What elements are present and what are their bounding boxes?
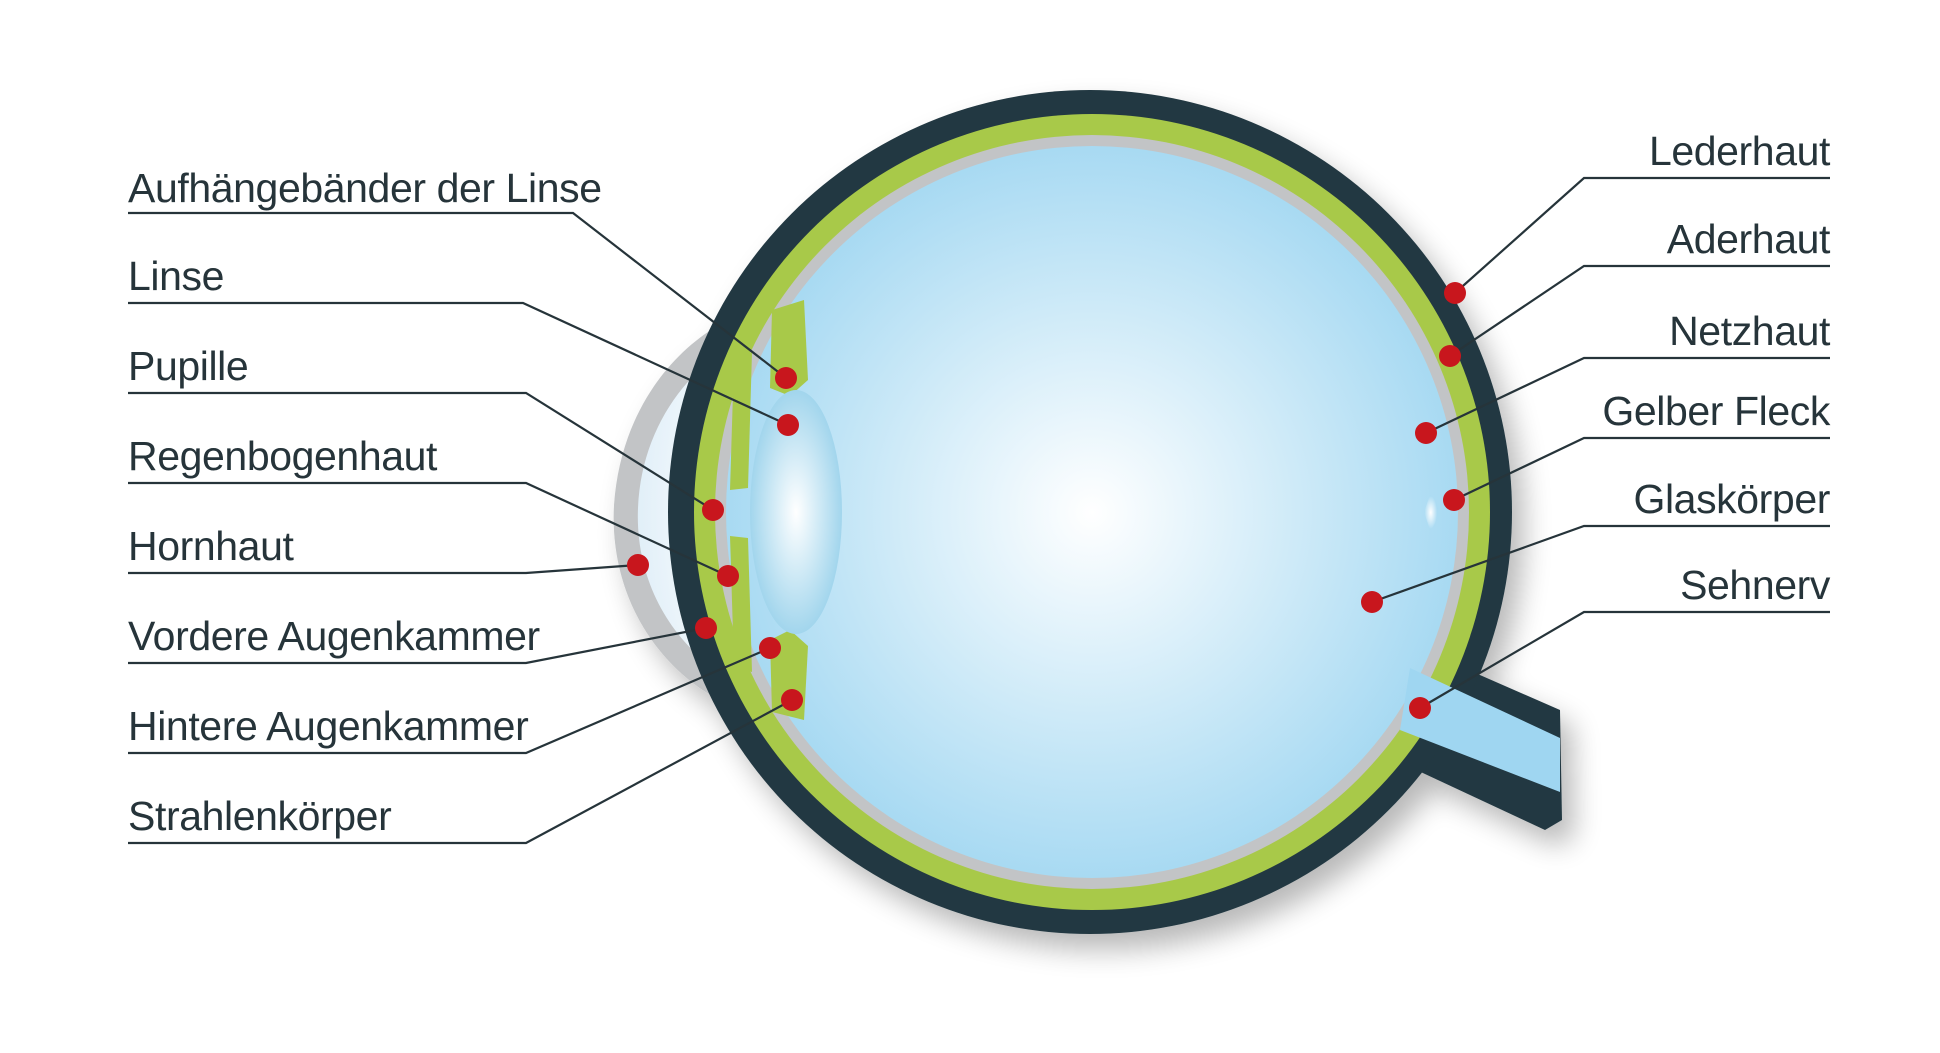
label-pupille: Pupille — [128, 343, 248, 389]
marker-netzhaut — [1415, 422, 1437, 444]
marker-hornhaut — [627, 554, 649, 576]
label-aderhaut: Aderhaut — [1667, 216, 1831, 262]
leaders-right — [1371, 176, 1830, 709]
marker-glaskoerper — [1361, 591, 1383, 613]
marker-lederhaut — [1444, 282, 1466, 304]
label-aufhaengebaender: Aufhängebänder der Linse — [128, 165, 602, 211]
labels-right: Lederhaut Aderhaut Netzhaut Gelber Fleck… — [1602, 128, 1831, 608]
label-strahlenkoerper: Strahlenkörper — [128, 793, 391, 839]
marker-linse — [777, 414, 799, 436]
fovea-notch — [1424, 495, 1438, 530]
marker-regenbogenhaut — [717, 565, 739, 587]
leader-netzhaut — [1425, 356, 1830, 434]
label-gelber-fleck: Gelber Fleck — [1602, 388, 1831, 434]
leader-vordere-augenkammer — [128, 626, 707, 665]
leader-aderhaut — [1449, 264, 1830, 357]
label-linse: Linse — [128, 253, 224, 299]
marker-vordere-augenkammer — [695, 617, 717, 639]
leader-gelber-fleck — [1453, 436, 1830, 501]
leader-strahlenkoerper — [128, 699, 793, 845]
marker-pupille — [702, 499, 724, 521]
marker-strahlenkoerper — [781, 689, 803, 711]
leaders-left — [128, 211, 793, 845]
marker-gelber-fleck — [1443, 489, 1465, 511]
leader-glaskoerper — [1371, 524, 1830, 604]
iris-upper — [730, 352, 752, 490]
marker-aufhaengebaender — [775, 367, 797, 389]
leader-pupille — [128, 391, 714, 511]
label-netzhaut: Netzhaut — [1669, 308, 1831, 354]
marker-aderhaut — [1439, 345, 1461, 367]
label-glaskoerper: Glaskörper — [1633, 476, 1830, 522]
leader-lederhaut — [1454, 176, 1830, 294]
label-regenbogenhaut: Regenbogenhaut — [128, 433, 438, 479]
lens — [750, 390, 842, 634]
leader-sehnerv — [1419, 610, 1830, 709]
labels-left: Aufhängebänder der Linse Linse Pupille R… — [128, 165, 602, 839]
marker-sehnerv — [1409, 697, 1431, 719]
leader-aufhaengebaender — [128, 211, 787, 379]
label-lederhaut: Lederhaut — [1649, 128, 1831, 174]
marker-hintere-augenkammer — [759, 637, 781, 659]
leader-hornhaut — [128, 563, 639, 575]
label-sehnerv: Sehnerv — [1680, 562, 1831, 608]
label-vordere-augenkammer: Vordere Augenkammer — [128, 613, 540, 659]
optic-nerve-core — [1400, 668, 1560, 792]
markers — [627, 282, 1466, 719]
leader-hintere-augenkammer — [128, 646, 771, 755]
label-hornhaut: Hornhaut — [128, 523, 294, 569]
label-hintere-augenkammer: Hintere Augenkammer — [128, 703, 528, 749]
eyeball — [613, 90, 1562, 934]
leader-regenbogenhaut — [128, 481, 729, 577]
leader-linse — [128, 301, 789, 426]
vitreous-body — [726, 146, 1458, 878]
